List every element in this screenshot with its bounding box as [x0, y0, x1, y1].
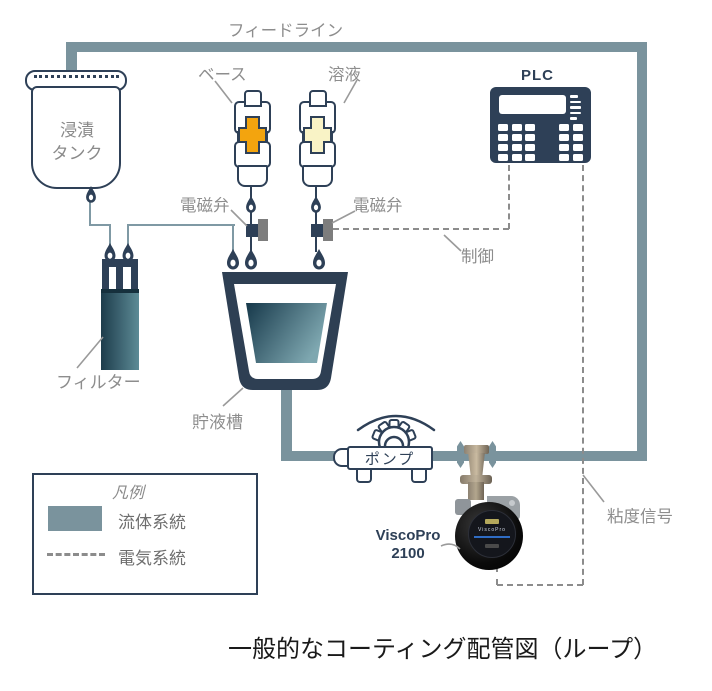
base-label: ベース — [198, 66, 247, 84]
feed-line-top-pipe — [66, 42, 647, 52]
pump-label: ポンプ — [364, 450, 416, 468]
diagram-title: 一般的なコーティング配管図（ループ） — [228, 637, 658, 663]
solution-solenoid-valve — [311, 224, 323, 237]
plc-keypad-right — [559, 124, 583, 161]
sensor-fitting-left — [457, 441, 464, 468]
legend-electric-swatch — [47, 553, 105, 556]
reservoir-nozzle-mid-icon — [245, 249, 257, 270]
viscometer-stem — [468, 482, 484, 500]
base-dosing-drip-icon — [246, 196, 256, 213]
filter-cartridge — [101, 289, 139, 370]
tank-to-filter-tube-v — [89, 200, 91, 226]
reservoir-nozzle-left-icon — [227, 249, 239, 270]
plc-keypad-left — [498, 124, 535, 161]
viscosity-signal-line-v — [582, 165, 584, 585]
solution-bottle — [299, 90, 340, 187]
pump-foot-right — [411, 469, 427, 483]
immersion-tank-perforation — [34, 75, 119, 78]
viscosity-signal-line-stub — [496, 566, 498, 585]
bottom-loop-pipe — [281, 451, 647, 461]
base-dosing-line — [250, 185, 252, 252]
pump-gear-icon — [356, 414, 436, 448]
feed-line-tank-drop-pipe — [66, 42, 77, 74]
filter-outlet-tube — [127, 224, 129, 246]
viscosity-signal-label: 粘度信号 — [607, 508, 673, 526]
plc-label: PLC — [521, 67, 554, 84]
solution-dosing-line — [315, 185, 317, 252]
solution-cross-icon — [303, 116, 332, 154]
filter-label: フィルター — [56, 373, 141, 392]
viscometer-face: ViscoPro — [468, 510, 516, 558]
viscometer-collar — [464, 445, 489, 454]
legend-fluid-label: 流体系統 — [118, 513, 186, 532]
filter-to-reservoir-tube-h — [127, 224, 235, 226]
filter-inlet-drip-icon — [104, 243, 116, 262]
reservoir-label: 貯液槽 — [192, 413, 243, 432]
sensor-fitting-right — [489, 441, 496, 468]
legend-box: 凡例 流体系統 電気系統 — [32, 473, 258, 595]
pump-body: ポンプ — [347, 446, 433, 470]
immersion-tank-body — [31, 86, 121, 189]
control-label: 制御 — [461, 248, 494, 266]
solenoid-valve-right-label: 電磁弁 — [353, 197, 403, 215]
plc-indicator-bars — [570, 95, 581, 123]
viscometer-bolt — [509, 500, 515, 506]
immersion-tank-drip-icon — [86, 186, 96, 203]
plc-controller — [490, 87, 591, 163]
pump-foot-left — [356, 469, 372, 483]
legend-title: 凡例 — [112, 485, 145, 502]
tank-to-filter-tube-h — [89, 224, 111, 226]
solution-dosing-drip-icon — [311, 196, 321, 213]
base-solenoid-coil — [258, 219, 268, 241]
base-bottle — [234, 90, 275, 187]
viscosity-signal-line-h — [497, 584, 583, 586]
legend-electric-label: 電気系統 — [118, 549, 186, 568]
feed-line-right-pipe — [637, 42, 647, 461]
legend-fluid-swatch — [48, 506, 102, 531]
base-cross-icon — [238, 116, 267, 154]
reservoir-tank — [222, 272, 348, 390]
control-signal-line-h — [333, 228, 509, 230]
filter-to-reservoir-tube-v — [232, 224, 234, 252]
reservoir-nozzle-right-icon — [313, 249, 325, 270]
solution-label: 溶液 — [328, 66, 361, 84]
base-solenoid-valve — [246, 224, 258, 237]
solenoid-valve-left-label: 電磁弁 — [180, 197, 230, 215]
control-signal-line-v — [508, 165, 510, 229]
viscometer-face-text: ViscoPro — [478, 527, 506, 533]
reservoir-outlet-pipe — [281, 386, 292, 456]
plc-screen — [499, 95, 566, 114]
filter-inlet-tube — [109, 224, 111, 246]
viscometer-neck — [468, 453, 485, 477]
filter-outlet-drip-icon — [122, 243, 134, 262]
viscometer-flange — [460, 475, 492, 484]
immersion-tank-label: 浸漬タンク — [51, 121, 103, 163]
solution-solenoid-coil — [323, 219, 333, 241]
feed-line-label: フィードライン — [228, 22, 344, 40]
